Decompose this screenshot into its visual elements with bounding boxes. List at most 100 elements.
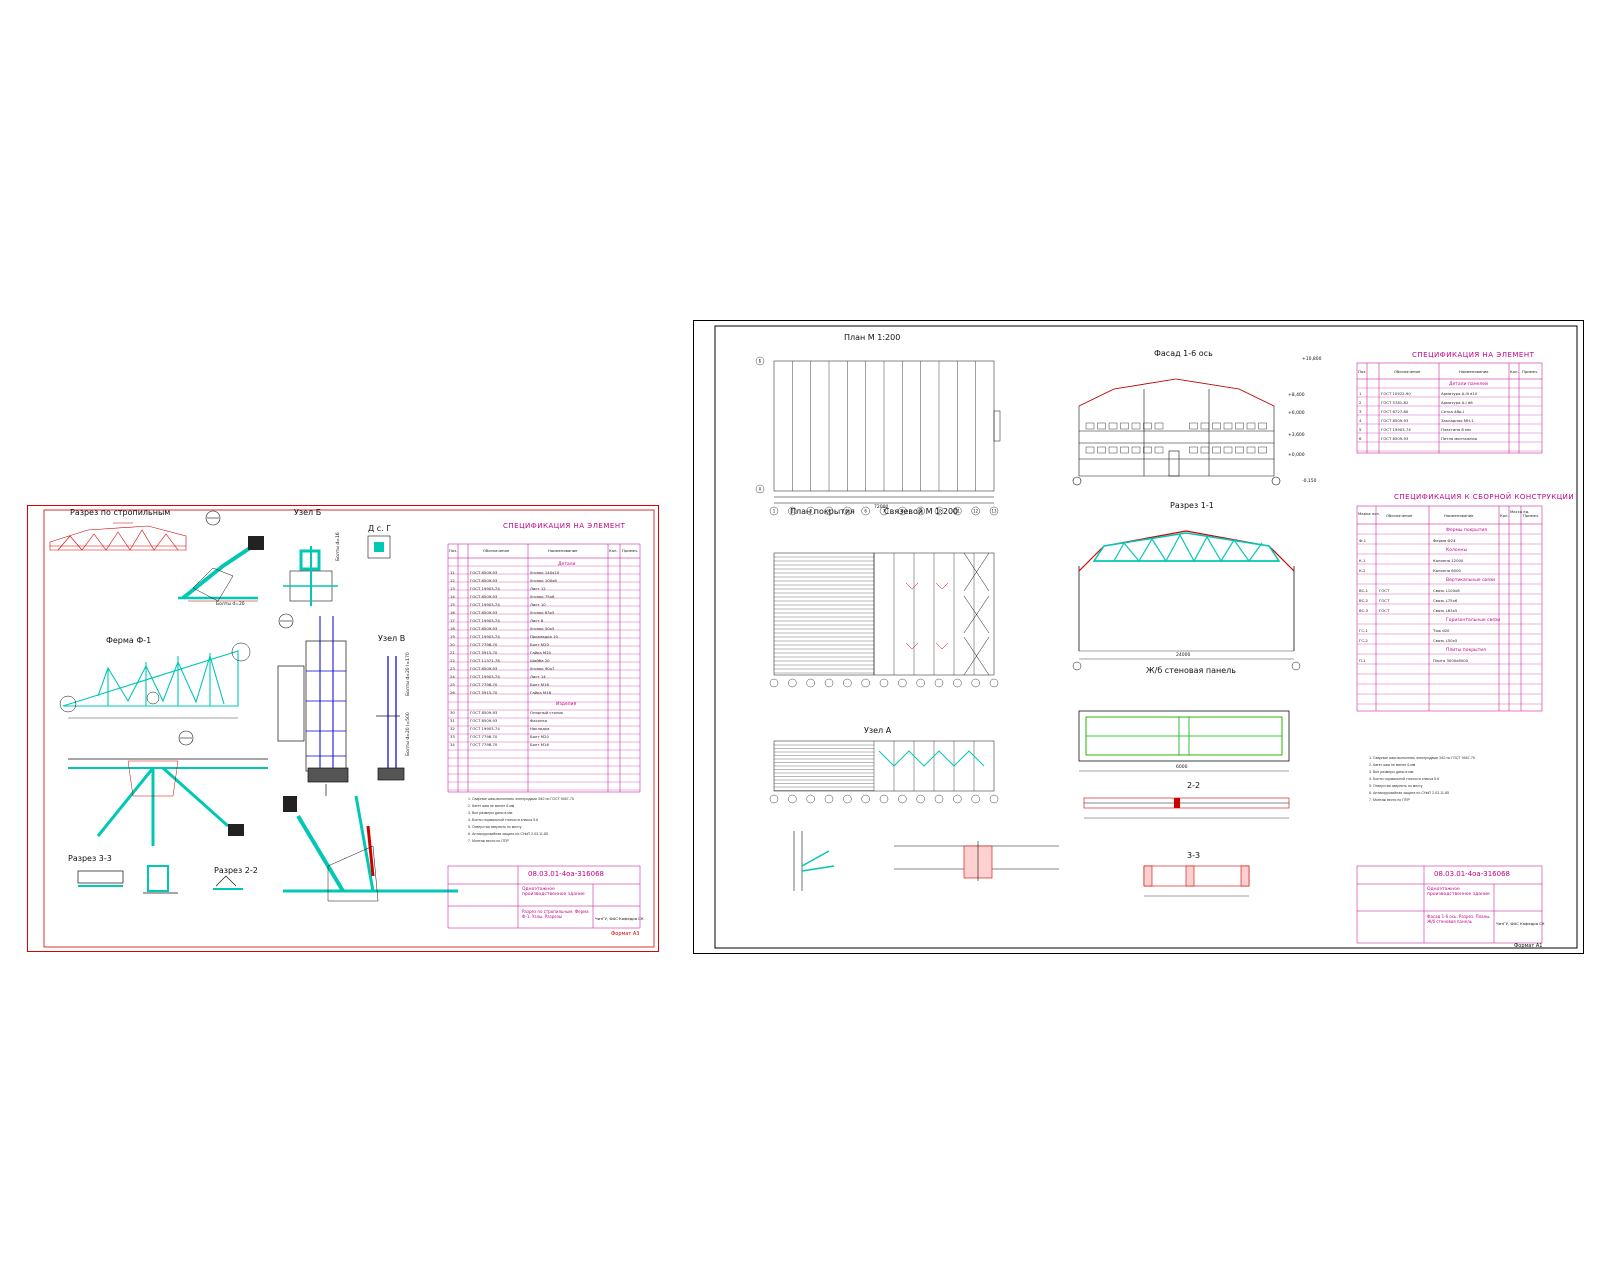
- view-title-section-22: 2-2: [1187, 781, 1201, 790]
- right-spec2-h-prim: Примеч.: [1523, 513, 1540, 518]
- axis-marker: [989, 678, 999, 688]
- column-elevation: [277, 616, 349, 796]
- node-details-bottom: [793, 831, 1059, 891]
- right-spec2-title: СПЕЦИФИКАЦИЯ К СБОРНОЙ КОНСТРУКЦИИ: [1394, 493, 1575, 501]
- axis-marker: [971, 678, 980, 688]
- right-spec2-row-cell: ГОСТ: [1379, 608, 1390, 613]
- axis-marker: [843, 678, 852, 688]
- note: 3. Все размеры даны в мм: [468, 811, 513, 815]
- left-spec-row-cell: 24: [450, 674, 455, 679]
- longitudinal-elevation: [773, 740, 995, 792]
- axis-marker: [934, 678, 944, 688]
- view-title-bracing: Связевой М 1:200: [884, 507, 959, 516]
- left-stamp-title: Одноэтажное производственное здание: [522, 887, 585, 897]
- left-spec-row-2-cell: 30: [450, 710, 455, 715]
- axis-label: 3: [809, 509, 812, 514]
- axis-label: 7: [883, 509, 886, 514]
- right-notes: 1. Сварные швы выполнять электродами Э42…: [1369, 755, 1475, 804]
- right-spec1-title: СПЕЦИФИКАЦИЯ НА ЭЛЕМЕНТ: [1412, 351, 1535, 359]
- view-title-detail-g: Д с. Г: [368, 524, 392, 533]
- left-spec-row-cell: 26: [450, 690, 455, 695]
- right-spec1-row-cell: Закладная МН-1: [1441, 418, 1474, 423]
- view-title-roof-plan: План покрытия: [790, 507, 855, 516]
- axis-marker: [953, 794, 962, 804]
- left-spec-h-kol: Кол.: [609, 548, 618, 553]
- note: 3. Все размеры даны в мм: [1369, 770, 1414, 774]
- left-spec-table: [447, 543, 641, 793]
- right-spec2-row-cell: Ферма Ф24: [1433, 538, 1456, 543]
- left-spec-h-prim: Примеч.: [622, 548, 639, 553]
- left-spec-row-cell: Лист 12: [530, 586, 546, 591]
- note: 4. Болты нормальной точности класса 5.6: [1369, 777, 1440, 781]
- right-spec2-row-cell: ГОСТ: [1379, 588, 1390, 593]
- axis-marker: [788, 506, 797, 516]
- right-spec2-row-cell: ГС-1: [1359, 628, 1368, 633]
- axis-marker: [898, 678, 907, 688]
- right-title-block: [1356, 865, 1543, 944]
- left-title-block: [447, 865, 641, 929]
- right-spec2-row-cell: Связь L75x6: [1433, 598, 1458, 603]
- left-stamp-org: ЧитГУ, ФАС Кафедра СК: [595, 916, 644, 921]
- left-spec-row-cell: 25: [450, 682, 455, 687]
- right-spec-table-1: [1356, 362, 1543, 454]
- axis-marker: [989, 794, 999, 804]
- axis-label: 11: [955, 509, 961, 514]
- right-spec2-group: Горизонтальные связи: [1446, 618, 1501, 623]
- axis-marker: [916, 678, 925, 688]
- left-spec-row-cell: ГОСТ 8509-93: [470, 626, 498, 631]
- left-spec-row-cell: ГОСТ 19903-74: [470, 618, 500, 623]
- axis-label: 9: [919, 509, 922, 514]
- right-spec2-row-cell: К-1: [1359, 558, 1366, 563]
- small-sections: [77, 865, 243, 894]
- right-spec2-row-cell: Связь L100x8: [1433, 588, 1460, 593]
- view-title-section-11: Разрез 1-1: [1170, 501, 1214, 510]
- right-spec1-row-cell: 4: [1359, 418, 1362, 423]
- left-spec-row-cell: Болт M20: [530, 642, 549, 647]
- view-title-panel: Ж/б стеновая панель: [1146, 666, 1236, 675]
- section-1-1: [1072, 530, 1301, 671]
- right-spec1-row-cell: 1: [1359, 391, 1362, 396]
- axis-label: А: [759, 487, 762, 492]
- left-spec-row-cell: 19: [450, 634, 455, 639]
- note: 1. Сварные швы выполнять электродами Э42…: [1369, 756, 1475, 760]
- left-spec-row-cell: Болт M16: [530, 682, 549, 687]
- left-spec-row-2-cell: ГОСТ 7798-70: [470, 742, 498, 747]
- left-spec-row-cell: 21: [450, 650, 455, 655]
- right-spec2-row-cell: Тяж d20: [1433, 628, 1450, 633]
- elevation-mark: -0,150: [1302, 479, 1317, 484]
- right-spec1-row-cell: 5: [1359, 427, 1362, 432]
- left-spec-row-cell: 13: [450, 586, 455, 591]
- view-title-razrez: Разрез по стропильным: [70, 508, 171, 517]
- note: 5. Отверстия сверлить по месту: [1369, 784, 1423, 788]
- bolt-label-4: Болты d=20 l=500: [406, 712, 411, 756]
- axis-label: Б: [759, 359, 762, 364]
- left-spec-row-2-cell: ГОСТ 8509-93: [470, 718, 498, 723]
- left-spec-h-pos: Поз.: [449, 548, 458, 553]
- left-spec-row-cell: Уголок 63x5: [530, 610, 555, 615]
- node-detail-2: [178, 536, 264, 602]
- axis-marker: [861, 506, 870, 516]
- axis-marker: [861, 678, 870, 688]
- left-stamp-code: 08.03.01-4оа-316068: [528, 870, 604, 878]
- left-spec-row-cell: Уголок 50x5: [530, 626, 555, 631]
- right-spec-table-2: [1356, 505, 1543, 712]
- left-spec-row-2-cell: ГОСТ 8509-93: [470, 710, 498, 715]
- axis-label: 10: [936, 509, 942, 514]
- left-spec-row-cell: Уголок 140x10: [530, 570, 560, 575]
- left-spec-row-cell: ГОСТ 8509-93: [470, 578, 498, 583]
- bolt-label-1: Болты d=20: [216, 602, 245, 607]
- axis-marker: [788, 794, 797, 804]
- wall-panel: [1078, 710, 1290, 772]
- left-spec-row-2-cell: Фасонка: [530, 718, 548, 723]
- left-spec-row-2-cell: 31: [450, 718, 455, 723]
- left-spec-title: СПЕЦИФИКАЦИЯ НА ЭЛЕМЕНТ: [503, 522, 626, 530]
- left-spec-row-cell: ГОСТ 8509-93: [470, 570, 498, 575]
- right-spec2-h-oboz: Обозначение: [1386, 513, 1413, 518]
- left-spec-row-cell: ГОСТ 19903-74: [470, 634, 500, 639]
- axis-marker: [769, 678, 779, 688]
- right-spec2-row-cell: ВС-2: [1359, 598, 1369, 603]
- truss-f1: [59, 642, 251, 719]
- left-spec-row-cell: ГОСТ 8509-93: [470, 666, 498, 671]
- right-spec2-h-kol: Кол.: [1500, 513, 1509, 518]
- right-spec1-row-cell: Петля монтажная: [1441, 436, 1478, 441]
